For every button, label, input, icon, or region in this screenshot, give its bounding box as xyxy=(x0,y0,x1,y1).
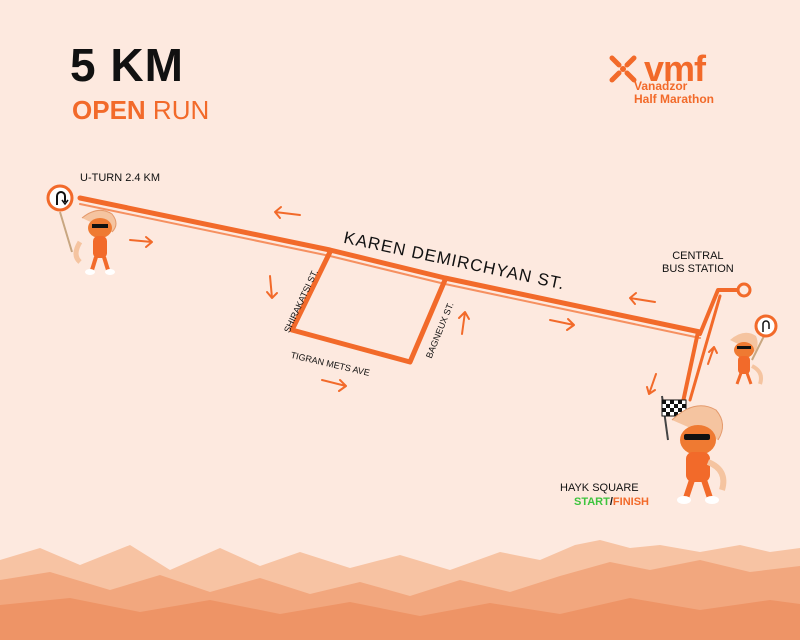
mascot-icon xyxy=(671,405,727,504)
direction-arrows xyxy=(129,206,718,395)
start-finish-label: START/FINISH xyxy=(574,496,649,508)
route-return xyxy=(688,294,722,402)
arrow-icon xyxy=(266,275,278,299)
finish-label: FINISH xyxy=(612,496,649,508)
arrow-icon xyxy=(646,373,657,395)
subtitle-bold: OPEN xyxy=(72,95,146,125)
mountains xyxy=(0,540,800,640)
arrow-icon xyxy=(458,311,470,335)
subtitle-rest: RUN xyxy=(145,95,210,125)
arrow-icon xyxy=(629,292,656,305)
uturn-label: U-TURN 2.4 KM xyxy=(80,172,161,184)
route-main-street-parallel xyxy=(79,203,701,339)
bus-station-marker xyxy=(736,282,752,298)
square-label: HAYK SQUARE xyxy=(560,482,639,494)
page-title: 5 KM xyxy=(70,39,184,91)
arrow-icon xyxy=(549,318,575,331)
arrow-icon xyxy=(321,379,347,392)
bus-line1: CENTRAL xyxy=(672,250,724,262)
route-main-street xyxy=(77,195,703,335)
route xyxy=(77,195,752,404)
mascot-icon xyxy=(730,332,763,385)
arrow-icon xyxy=(707,346,718,365)
logo-line2: Half Marathon xyxy=(634,92,715,106)
bus-line2: BUS STATION xyxy=(662,263,734,275)
vmf-logo-icon xyxy=(609,55,637,83)
route-to-start xyxy=(681,330,700,404)
logo-line1: Vanadzor xyxy=(634,79,688,93)
start-finish-sep: / xyxy=(609,496,613,508)
start-label: START xyxy=(574,496,610,508)
route-loop xyxy=(289,249,448,365)
checkered-flag-icon xyxy=(661,395,687,441)
arrow-icon xyxy=(274,206,301,219)
logo-word: vmf xyxy=(644,48,706,89)
u-turn-sign-icon xyxy=(751,314,778,361)
route-bus-station xyxy=(698,288,744,336)
mascot-icon xyxy=(73,209,117,275)
page-subtitle: OPEN RUN xyxy=(72,95,209,126)
u-turn-sign-icon xyxy=(46,184,74,253)
arrow-icon xyxy=(129,236,153,248)
